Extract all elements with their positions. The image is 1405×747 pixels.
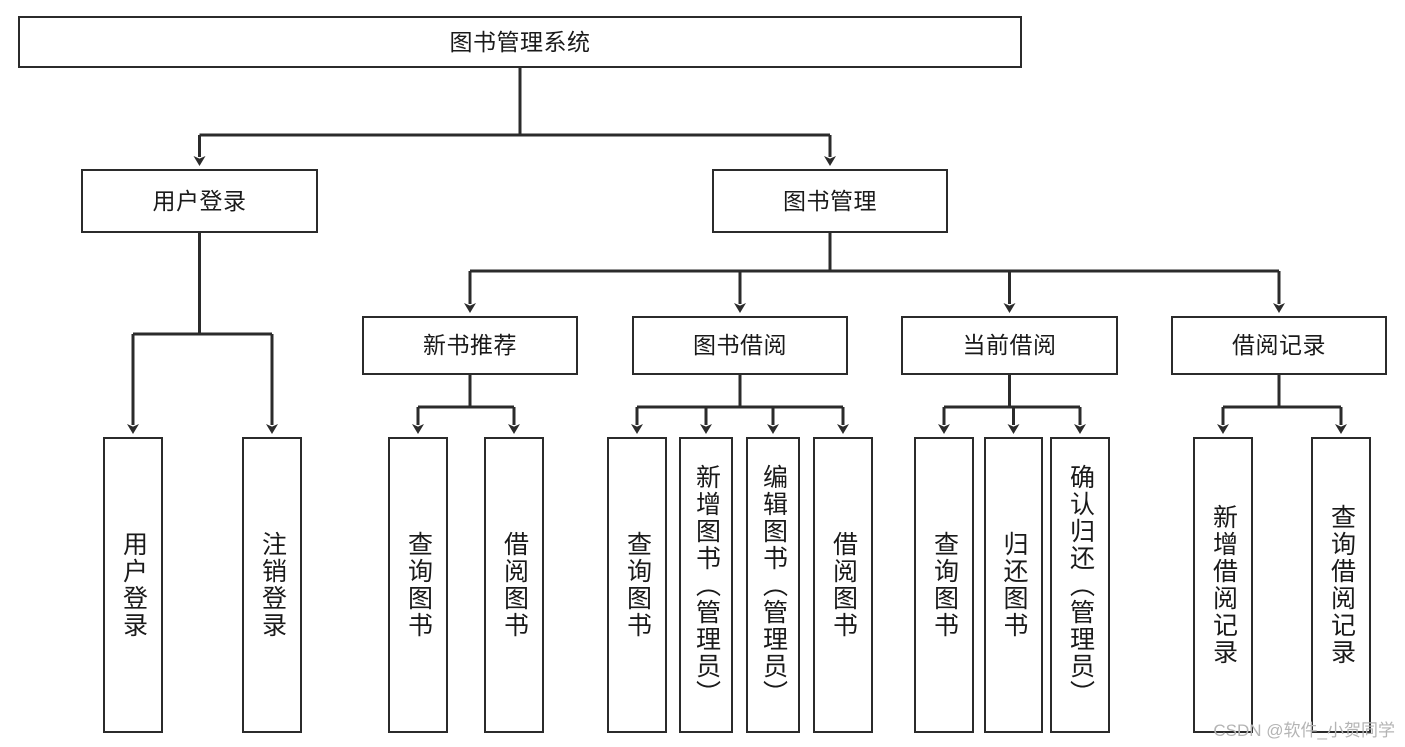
node-label: 借阅图书	[500, 531, 529, 639]
node-label: 查询图书	[623, 531, 652, 639]
node-leaf-8[interactable]: 借阅图书	[813, 437, 873, 733]
node-leaf-10[interactable]: 归还图书	[984, 437, 1043, 733]
node-leaf-5[interactable]: 查询图书	[607, 437, 667, 733]
node-label: 新增借阅记录	[1209, 504, 1238, 666]
node-label: 归还图书	[1000, 531, 1028, 639]
node-label: 图书管理	[783, 187, 877, 214]
node-label: 查询图书	[404, 531, 433, 639]
node-label: 编辑图书（管理员）	[759, 463, 788, 707]
node-leaf-6[interactable]: 新增图书（管理员）	[679, 437, 733, 733]
node-label: 图书借阅	[693, 332, 787, 359]
node-book-manage[interactable]: 图书管理	[712, 169, 948, 233]
node-root[interactable]: 图书管理系统	[18, 16, 1022, 68]
node-label: 查询图书	[930, 531, 959, 639]
node-leaf-4[interactable]: 借阅图书	[484, 437, 544, 733]
node-new-book-rec[interactable]: 新书推荐	[362, 316, 578, 375]
node-leaf-12[interactable]: 新增借阅记录	[1193, 437, 1253, 733]
connector-lines	[127, 68, 1347, 434]
node-leaf-7[interactable]: 编辑图书（管理员）	[746, 437, 800, 733]
node-label: 新增图书（管理员）	[692, 463, 721, 707]
node-user-login[interactable]: 用户登录	[81, 169, 318, 233]
node-label: 新书推荐	[423, 332, 517, 359]
node-label: 借阅图书	[829, 531, 858, 639]
node-leaf-11[interactable]: 确认归还（管理员）	[1050, 437, 1110, 733]
node-borrow-record[interactable]: 借阅记录	[1171, 316, 1387, 375]
node-leaf-3[interactable]: 查询图书	[388, 437, 448, 733]
node-label: 注销登录	[258, 531, 287, 639]
node-leaf-13[interactable]: 查询借阅记录	[1311, 437, 1371, 733]
node-book-borrow[interactable]: 图书借阅	[632, 316, 848, 375]
node-label: 借阅记录	[1232, 332, 1326, 359]
node-leaf-1[interactable]: 用户登录	[103, 437, 163, 733]
node-label: 图书管理系统	[449, 28, 591, 55]
node-label: 查询借阅记录	[1327, 504, 1356, 666]
node-current-borrow[interactable]: 当前借阅	[901, 316, 1118, 375]
node-leaf-9[interactable]: 查询图书	[914, 437, 974, 733]
node-label: 确认归还（管理员）	[1066, 463, 1095, 707]
node-label: 用户登录	[119, 531, 148, 639]
node-label: 用户登录	[152, 187, 247, 214]
node-leaf-2[interactable]: 注销登录	[242, 437, 302, 733]
node-label: 当前借阅	[962, 332, 1057, 359]
